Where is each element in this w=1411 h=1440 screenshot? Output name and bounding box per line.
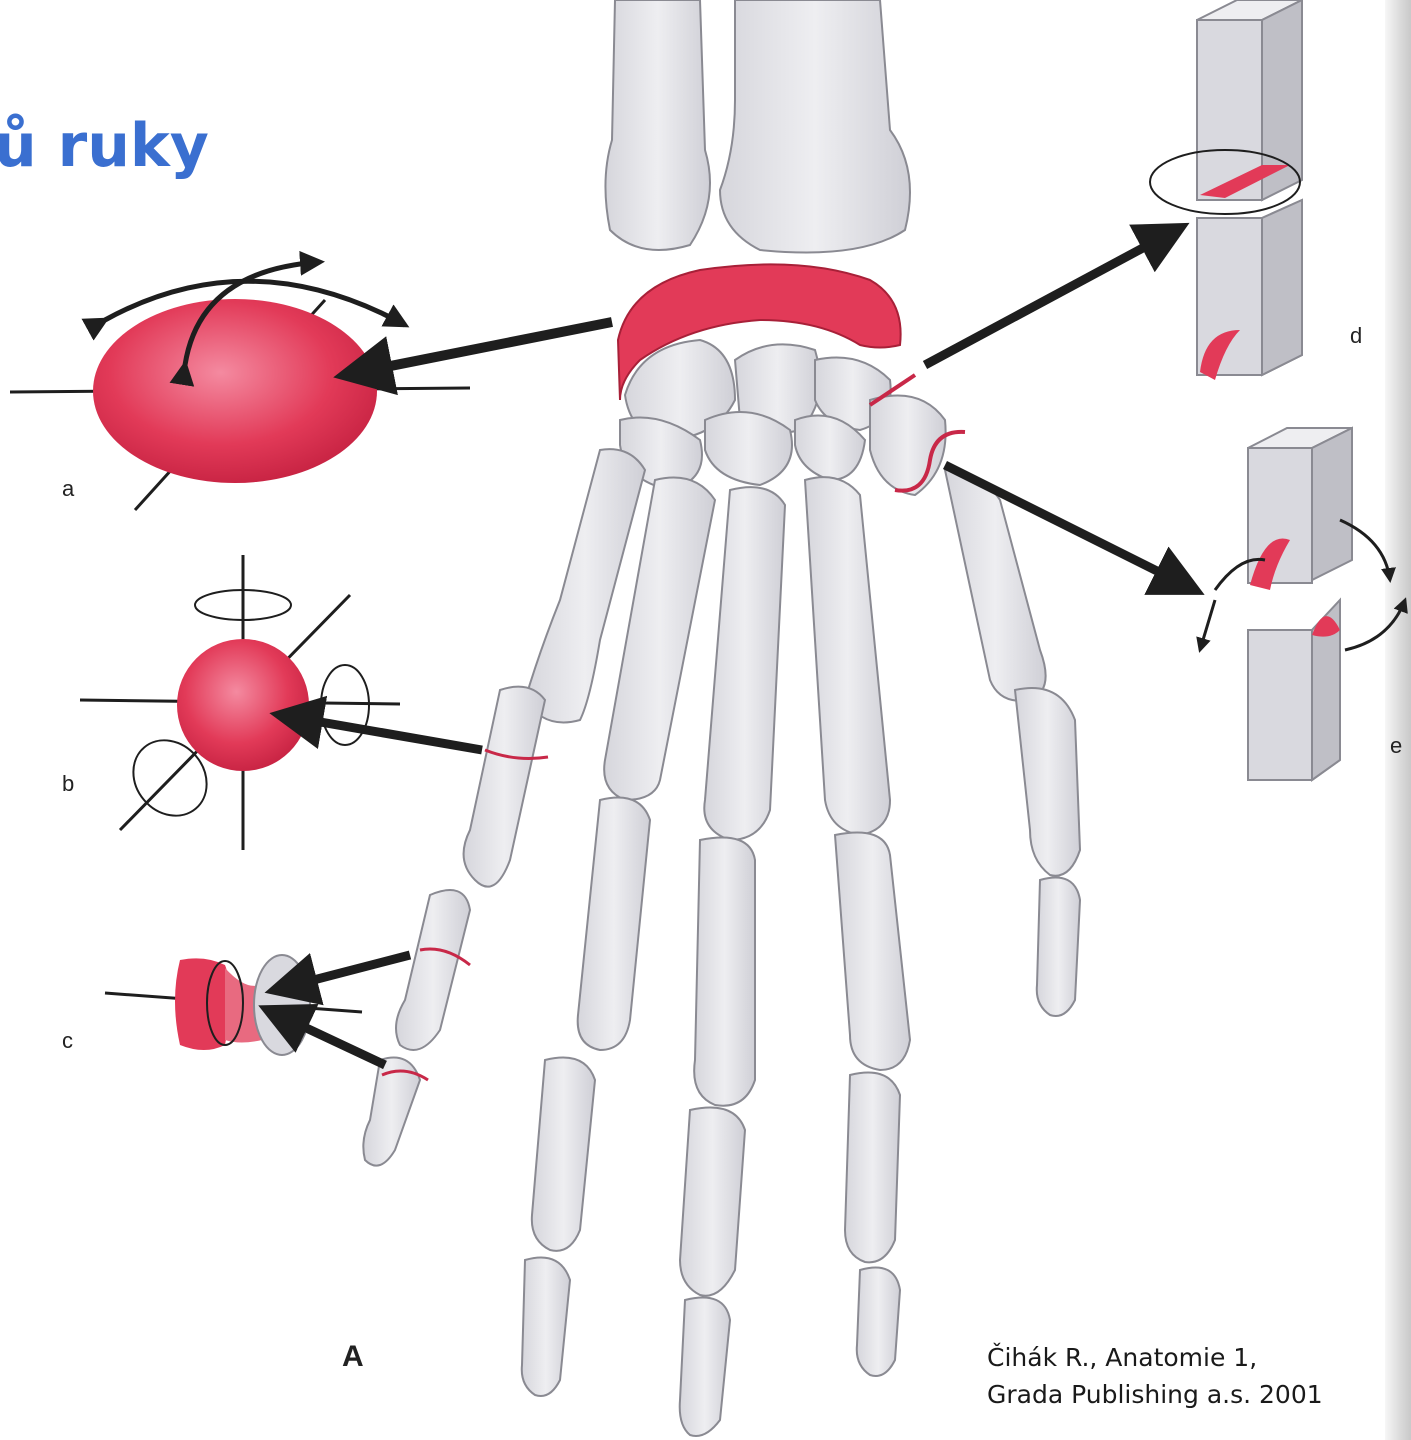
citation-line-2: Grada Publishing a.s. 2001 <box>987 1377 1323 1414</box>
citation: Čihák R., Anatomie 1, Grada Publishing a… <box>987 1340 1323 1414</box>
distal-phalanges <box>363 1058 900 1437</box>
radius <box>720 0 910 253</box>
label-c: c <box>62 1030 73 1052</box>
label-a: a <box>62 478 74 500</box>
figure-label: A <box>342 1342 364 1372</box>
diagram-a-ellipsoid <box>10 262 470 510</box>
metacarpal-4 <box>704 487 785 840</box>
diagram-b-ball <box>80 555 400 850</box>
arrow-to-d <box>925 228 1180 365</box>
ulna <box>605 0 710 250</box>
label-e: e <box>1390 735 1402 757</box>
label-d: d <box>1350 325 1362 347</box>
metacarpal-bones <box>525 449 1046 840</box>
arrow-to-b <box>280 715 482 750</box>
diagram-e-saddle <box>1200 428 1405 780</box>
forearm-bones <box>605 0 910 253</box>
arrow-to-a <box>345 322 612 375</box>
carpal-bones <box>620 340 946 495</box>
label-b: b <box>62 773 74 795</box>
diagram-d-pivot <box>1150 0 1302 380</box>
citation-line-1: Čihák R., Anatomie 1, <box>987 1340 1323 1377</box>
metacarpal-5 <box>805 477 890 835</box>
